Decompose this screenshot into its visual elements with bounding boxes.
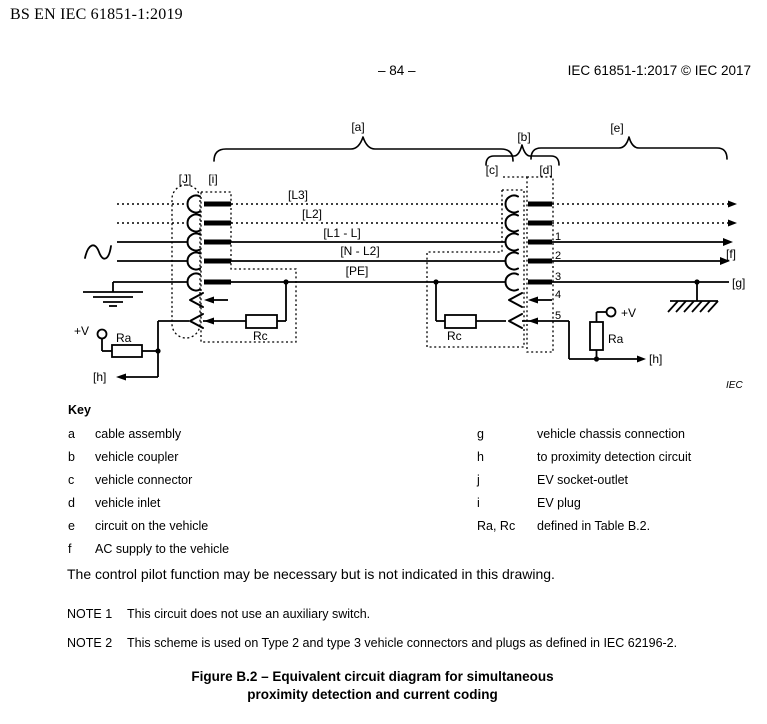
note2-label: NOTE 2 <box>67 636 113 650</box>
pin-number-4: 4 <box>555 289 561 301</box>
key-title: Key <box>68 403 91 417</box>
socket-contacts <box>186 194 204 329</box>
pin-number-1: 1 <box>555 231 561 243</box>
brace-cable-assembly: [a] <box>213 120 514 162</box>
key-text-h: to proximity detection circuit <box>537 450 692 464</box>
brace-b-label: [b] <box>517 130 530 144</box>
key-text-g: vehicle chassis connection <box>537 427 685 441</box>
socket-outlet-label: [J] <box>179 172 192 186</box>
wire-l3 <box>117 200 737 208</box>
label-l1: [L1 - L] <box>323 226 360 240</box>
circuit-diagram: [a] [b] [e] [J] [i] [c] [d] <box>74 120 745 391</box>
key-letter-i: i <box>477 496 480 510</box>
chassis-ground-symbol <box>667 279 719 313</box>
inlet-pins <box>528 201 552 285</box>
label-n: [N - L2] <box>340 244 379 258</box>
key-letter-g: g <box>477 427 484 441</box>
copyright-notice: IEC 61851-1:2017 © IEC 2017 <box>567 63 751 78</box>
brace-circuit-on-vehicle: [e] <box>530 121 728 160</box>
key-text-ra-rc: defined in Table B.2. <box>537 519 651 533</box>
key-text-d: vehicle inlet <box>95 496 161 510</box>
plus-v-right-label: +V <box>621 306 636 320</box>
key-text-i: EV plug <box>537 496 581 510</box>
rc-right-label: Rc <box>447 329 462 343</box>
ra-left-label: Ra <box>116 331 132 345</box>
proximity-circuit-left: +V Ra [h] <box>74 321 161 384</box>
key-letter-a: a <box>68 427 75 441</box>
iec-mark: IEC <box>726 380 743 391</box>
h-right-label: [h] <box>649 352 662 366</box>
label-pe: [PE] <box>346 264 369 278</box>
connector-rc-circuit: Rc <box>433 279 506 343</box>
wire-l2 <box>117 219 737 227</box>
note2-text: This scheme is used on Type 2 and type 3… <box>127 636 678 650</box>
ev-plug-outline <box>200 191 297 343</box>
key-letter-c: c <box>68 473 75 487</box>
connector-contacts <box>504 194 523 329</box>
brace-vehicle-coupler: [b] <box>485 130 560 166</box>
ra-right-label: Ra <box>608 332 624 346</box>
brace-a-label: [a] <box>351 120 364 134</box>
key-text-f: AC supply to the vehicle <box>95 542 230 556</box>
key-text-e: circuit on the vehicle <box>95 519 209 533</box>
figure-caption-line2: proximity detection and current coding <box>247 687 498 702</box>
key-letter-b: b <box>68 450 75 464</box>
inlet-label: [d] <box>539 163 552 177</box>
label-l2: [L2] <box>302 207 322 221</box>
g-label: [g] <box>732 276 745 290</box>
h-left-label: [h] <box>93 370 106 384</box>
rc-left-label: Rc <box>253 329 268 343</box>
pin-number-3: 3 <box>555 271 561 283</box>
control-pilot-paragraph: The control pilot function may be necess… <box>67 566 555 582</box>
wire-n <box>117 257 730 265</box>
f-label: [f] <box>726 247 736 261</box>
figure-caption: Figure B.2 – Equivalent circuit diagram … <box>0 668 745 704</box>
note1-text: This circuit does not use an auxiliary s… <box>127 607 371 621</box>
pin-number-5: 5 <box>555 310 561 322</box>
page-number: – 84 – <box>378 63 416 78</box>
earth-ground-symbol <box>83 282 143 307</box>
pin4-arrows <box>204 296 552 304</box>
pin-number-2: 2 <box>555 250 561 262</box>
connector-label: [c] <box>486 163 499 177</box>
proximity-circuit-right: [h] Ra +V <box>522 306 662 366</box>
vehicle-inlet-outline <box>503 176 554 353</box>
key-letter-ra-rc: Ra, Rc <box>477 519 516 533</box>
standard-reference: BS EN IEC 61851-1:2019 <box>10 6 183 23</box>
wire-l1 <box>117 238 733 246</box>
plug-rc-circuit: Rc <box>158 279 289 343</box>
vehicle-connector-outline <box>426 189 525 348</box>
key-letter-h: h <box>477 450 484 464</box>
key-letter-j: j <box>477 473 480 487</box>
figure-caption-line1: Figure B.2 – Equivalent circuit diagram … <box>191 669 554 684</box>
plug-label: [i] <box>208 172 217 186</box>
ac-source-symbol <box>84 244 112 260</box>
note1-label: NOTE 1 <box>67 607 113 621</box>
label-l3: [L3] <box>288 188 308 202</box>
brace-e-label: [e] <box>610 121 623 135</box>
plug-pins <box>204 201 231 285</box>
key-text-c: vehicle connector <box>95 473 193 487</box>
key-text-j: EV socket-outlet <box>537 473 629 487</box>
key-text-a: cable assembly <box>95 427 182 441</box>
plus-v-left-label: +V <box>74 324 89 338</box>
key-letter-e: e <box>68 519 75 533</box>
key-letter-d: d <box>68 496 75 510</box>
key-text-b: vehicle coupler <box>95 450 179 464</box>
key-letter-f: f <box>68 542 72 556</box>
